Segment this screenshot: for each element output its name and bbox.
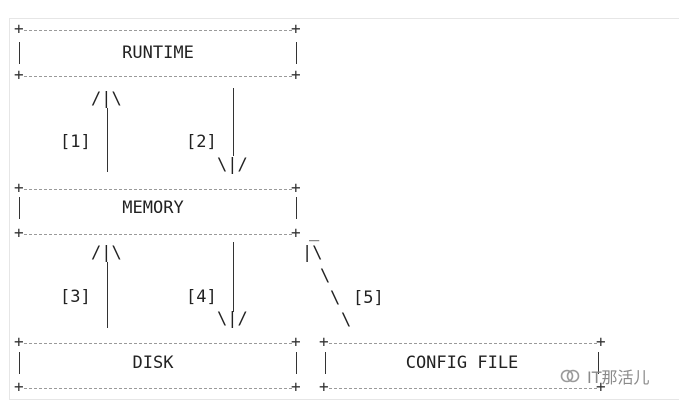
- box-left-edge: [19, 197, 20, 219]
- arrow-down-head-icon: \|/: [217, 309, 248, 329]
- corner-plus: +: [319, 377, 329, 396]
- box-bottom-edge: [329, 388, 597, 389]
- arrow-diagonal-shaft: \: [341, 310, 352, 330]
- corner-plus: +: [291, 332, 301, 351]
- box-left-edge: [19, 352, 20, 374]
- corner-plus: +: [14, 19, 24, 38]
- arrow-1-label: [1]: [60, 132, 91, 152]
- box-left-edge: [19, 42, 20, 64]
- box-top-edge: [24, 30, 292, 31]
- box-bottom-edge: [24, 234, 292, 235]
- corner-plus: +: [291, 178, 301, 197]
- arrow-shaft: [107, 262, 108, 328]
- corner-plus: +: [14, 377, 24, 396]
- corner-plus: +: [291, 377, 301, 396]
- corner-plus: +: [291, 223, 301, 242]
- corner-plus: +: [14, 223, 24, 242]
- box-top-edge: [24, 343, 292, 344]
- corner-plus: +: [596, 332, 606, 351]
- box-left-edge: [325, 352, 326, 374]
- arrow-diagonal-head-icon: _: [309, 222, 320, 242]
- arrow-up-head-icon: /|\: [91, 243, 122, 263]
- arrow-3-label: [3]: [60, 287, 91, 307]
- corner-plus: +: [596, 377, 606, 396]
- arrow-5-label: [5]: [353, 288, 384, 308]
- watermark-text: IT那活儿: [587, 368, 650, 387]
- arrow-shaft: [107, 108, 108, 172]
- corner-plus: +: [14, 178, 24, 197]
- box-top-edge: [24, 189, 292, 190]
- arrow-diagonal-shaft: \: [320, 266, 331, 286]
- disk-label: DISK: [132, 353, 174, 373]
- box-right-edge: [296, 197, 297, 219]
- arrow-2-label: [2]: [186, 132, 217, 152]
- box-right-edge: [296, 42, 297, 64]
- wechat-channel-icon: [559, 367, 581, 385]
- corner-plus: +: [14, 65, 24, 84]
- corner-plus: +: [14, 332, 24, 351]
- box-right-edge: [598, 352, 599, 374]
- arrow-shaft: [233, 242, 234, 312]
- arrow-diagonal-shaft: \: [330, 288, 341, 308]
- memory-label: MEMORY: [122, 198, 184, 218]
- box-bottom-edge: [24, 388, 292, 389]
- arrow-shaft: [233, 88, 234, 156]
- box-bottom-edge: [24, 76, 292, 77]
- corner-plus: +: [291, 19, 301, 38]
- watermark: IT那活儿: [559, 364, 650, 388]
- corner-plus: +: [319, 332, 329, 351]
- arrow-down-head-icon: \|/: [217, 155, 248, 175]
- runtime-label: RUNTIME: [122, 43, 194, 63]
- box-right-edge: [296, 352, 297, 374]
- config-file-label: CONFIG FILE: [405, 353, 519, 373]
- arrow-up-head-icon: /|\: [91, 89, 122, 109]
- arrow-diagonal-head-icon: |\: [302, 243, 323, 263]
- corner-plus: +: [291, 65, 301, 84]
- box-top-edge: [329, 343, 597, 344]
- diagram-frame: [9, 18, 679, 400]
- arrow-4-label: [4]: [186, 287, 217, 307]
